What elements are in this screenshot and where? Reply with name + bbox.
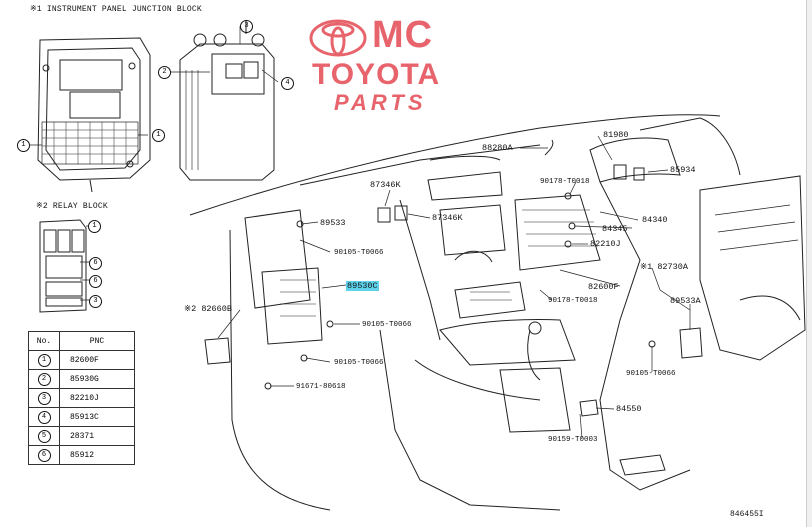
table-row-number: 1 [37, 353, 51, 367]
table-row: 6 85912 [28, 445, 135, 465]
watermark-parts: PARTS [334, 90, 427, 115]
relay-block-header: ※2 RELAY BLOCK [36, 202, 108, 211]
part-label-84550[interactable]: 84550 [616, 404, 642, 414]
callout-3-junction: 3 [240, 20, 253, 33]
table-row-number: 2 [37, 372, 51, 386]
junction-block-illustration [37, 37, 151, 193]
highlighted-part-89530c[interactable]: 89530C [346, 281, 379, 291]
callout-3-relay: 3 [89, 295, 102, 308]
part-label-81980[interactable]: 81980 [603, 130, 629, 140]
part-label-82660b[interactable]: ※2 82660B [184, 304, 232, 314]
relay-block-illustration [39, 219, 87, 313]
table-cell-pnc[interactable]: 85913C [59, 407, 135, 427]
callout-1-junction-right: 1 [152, 129, 165, 142]
part-label-89533a[interactable]: 89533A [670, 296, 701, 306]
toyota-logo-icon [309, 19, 367, 57]
part-label-90178-mid[interactable]: 90178-T0018 [548, 297, 598, 305]
table-cell-no: 1 [28, 350, 60, 370]
part-label-90178-top[interactable]: 90178-T0018 [540, 178, 590, 186]
table-header-no: No. [28, 331, 60, 351]
table-cell-pnc[interactable]: 82210J [59, 388, 135, 408]
callout-1-relay: 1 [88, 220, 101, 233]
diagram-id: 846455I [730, 510, 764, 519]
part-label-90159[interactable]: 90159-T0003 [548, 436, 598, 444]
callout-2-junction: 2 [158, 66, 171, 79]
table-cell-pnc[interactable]: 85930G [59, 369, 135, 389]
junction-block-side-illustration [179, 20, 275, 181]
part-label-82600f[interactable]: 82600F [588, 282, 619, 292]
table-header-pnc: PNC [59, 331, 135, 351]
part-label-82730a[interactable]: ※1 82730A [640, 262, 688, 272]
part-label-84345[interactable]: 84345 [602, 224, 628, 234]
part-label-90105-4[interactable]: 90105-T0066 [626, 370, 676, 378]
part-label-87346k-a[interactable]: 87346K [370, 180, 401, 190]
part-label-90105-1[interactable]: 90105-T0066 [334, 249, 384, 257]
table-row-number: 4 [37, 410, 51, 424]
watermark-toyota: TOYOTA [312, 58, 441, 91]
table-row: 4 85913C [28, 407, 135, 427]
part-label-90105-3[interactable]: 90105-T0066 [334, 359, 384, 367]
table-row: 3 82210J [28, 388, 135, 408]
callout-6-relay-a: 6 [89, 257, 102, 270]
instrument-panel-outline [189, 114, 806, 511]
scrollbar[interactable] [806, 0, 812, 527]
part-label-90105-2[interactable]: 90105-T0066 [362, 321, 412, 329]
part-label-89533[interactable]: 89533 [320, 218, 346, 228]
junction-block-header: ※1 INSTRUMENT PANEL JUNCTION BLOCK [30, 5, 202, 14]
callout-1-junction-left: 1 [17, 139, 30, 152]
table-row: 2 85930G [28, 369, 135, 389]
table-cell-no: 6 [28, 445, 60, 465]
part-label-84340[interactable]: 84340 [642, 215, 668, 225]
part-label-89530c[interactable]: 89530C [346, 281, 379, 291]
part-label-88280a[interactable]: 88280A [482, 143, 513, 153]
table-cell-pnc[interactable]: 28371 [59, 426, 135, 446]
label-leader-lines [217, 135, 691, 439]
table-header-row: No. PNC [28, 331, 135, 351]
table-cell-no: 4 [28, 407, 60, 427]
table-row: 5 28371 [28, 426, 135, 446]
table-cell-no: 5 [28, 426, 60, 446]
table-row-number: 3 [37, 391, 51, 405]
part-label-91671[interactable]: 91671-80618 [296, 383, 346, 391]
part-label-85934[interactable]: 85934 [670, 165, 696, 175]
table-row: 1 82600F [28, 350, 135, 370]
part-label-82210j[interactable]: 82210J [590, 239, 621, 249]
table-cell-pnc[interactable]: 85912 [59, 445, 135, 465]
table-row-number: 5 [37, 429, 51, 443]
callout-6-relay-b: 6 [89, 275, 102, 288]
part-label-87346k-b[interactable]: 87346K [432, 213, 463, 223]
table-cell-pnc[interactable]: 82600F [59, 350, 135, 370]
pnc-reference-table: No. PNC 1 82600F 2 85930G 3 82210J 4 859… [28, 331, 135, 465]
table-cell-no: 3 [28, 388, 60, 408]
watermark-mc: MC [372, 14, 434, 56]
table-cell-no: 2 [28, 369, 60, 389]
callout-4-junction: 4 [281, 77, 294, 90]
table-row-number: 6 [37, 448, 51, 462]
